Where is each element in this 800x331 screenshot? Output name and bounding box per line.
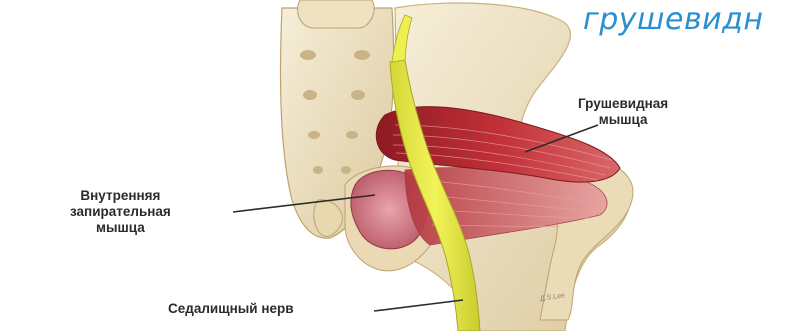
obturator-label-line2: запирательная — [70, 204, 171, 220]
obturator-label: Внутренняя запирательная мышца — [70, 188, 171, 236]
heading-text: грушевидн — [583, 2, 764, 38]
obturator-label-line3: мышца — [70, 220, 171, 236]
piriformis-label-line1: Грушевидная — [578, 96, 668, 112]
obturator-label-line1: Внутренняя — [70, 188, 171, 204]
piriformis-label-line2: мышца — [578, 112, 668, 128]
lumbar-vertebra — [298, 0, 374, 28]
nerve-pointer-line — [374, 300, 463, 311]
piriformis-label: Грушевидная мышца — [578, 96, 668, 128]
sciatic-nerve-label: Седалищный нерв — [168, 301, 294, 317]
